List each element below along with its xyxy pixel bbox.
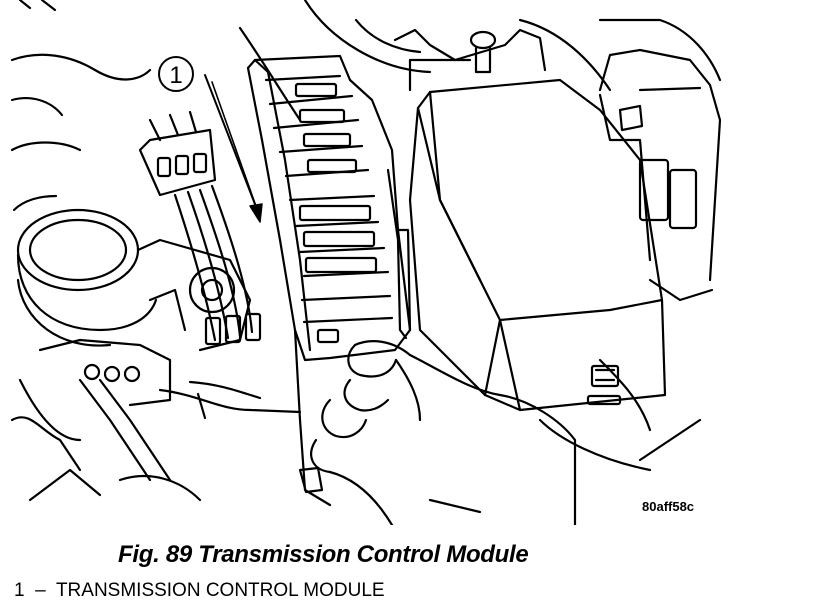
illustration-tcm-location: 1 [10, 0, 722, 525]
callout-number: 1 [169, 62, 182, 89]
transmission-control-module [246, 54, 412, 507]
relay-center [393, 28, 722, 302]
figure-caption: Fig. 89 Transmission Control Module [118, 541, 529, 568]
legend-separator: – [35, 580, 46, 601]
engine-bay-background [10, 0, 722, 514]
figure-legend: 1 – TRANSMISSION CONTROL MODULE [14, 580, 385, 602]
legend-number: 1 [14, 580, 25, 601]
legend-label: TRANSMISSION CONTROL MODULE [55, 580, 385, 601]
callout-1: 1 [158, 56, 263, 223]
power-distribution-box [408, 78, 667, 412]
hand [310, 340, 577, 525]
wiring-harness [138, 110, 262, 346]
figure-reference-code: 80aff58c [642, 499, 695, 514]
